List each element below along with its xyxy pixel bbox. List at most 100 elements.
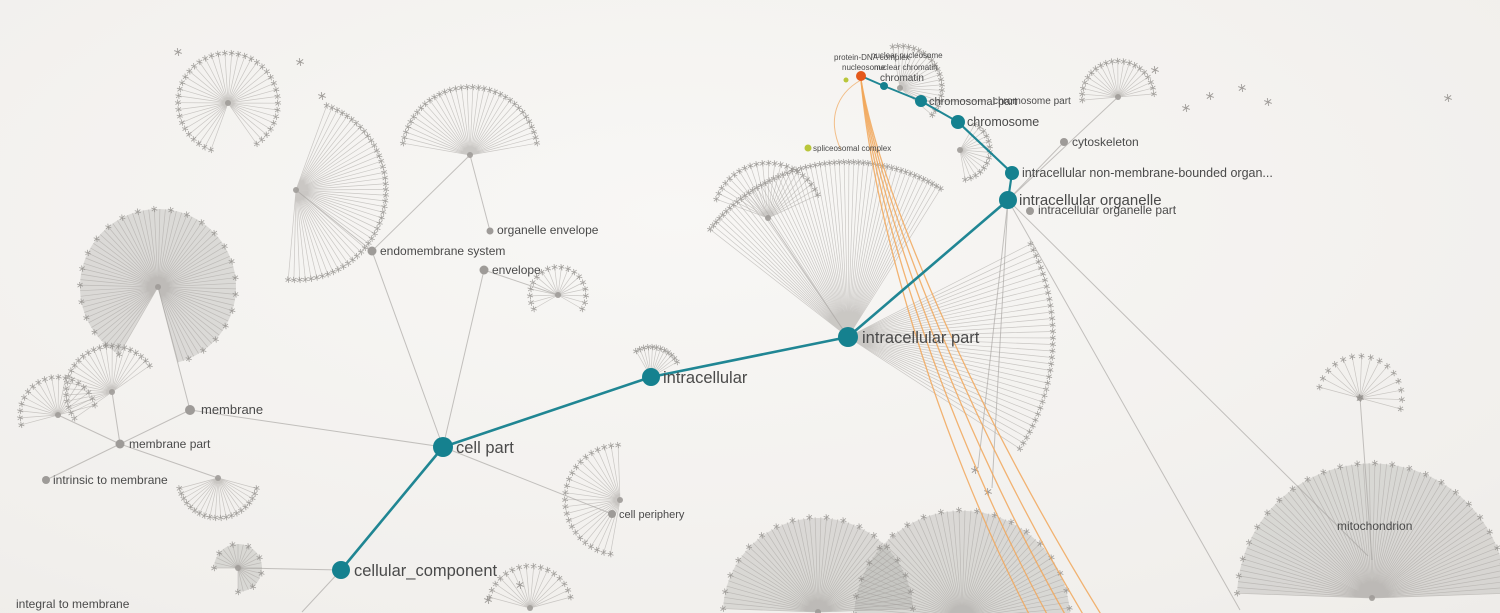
node-chromatin-junction[interactable]: [880, 82, 888, 90]
label-cytoskeleton: cytoskeleton: [1072, 135, 1139, 149]
cluster-leaves: [16, 373, 98, 429]
cluster-spokes: [1082, 60, 1154, 101]
node-chromatin-node[interactable]: [856, 71, 866, 81]
node-cell-periphery[interactable]: [608, 510, 616, 518]
label-chromosome: chromosome: [967, 115, 1039, 129]
node-cellular-component[interactable]: [332, 561, 350, 579]
label-intracellular-nmb-organelle: intracellular non-membrane-bounded organ…: [1022, 166, 1273, 180]
node-cytoskeleton[interactable]: [1060, 138, 1068, 146]
label-chromosomal-part: chromosomal part: [929, 96, 1017, 108]
node-intracellular[interactable]: [642, 368, 660, 386]
cluster-spokes: [635, 346, 678, 378]
cluster-leaves: [632, 343, 681, 366]
label-cell-part: cell part: [456, 439, 514, 457]
label-intracellular-organelle: intracellular organelle: [1019, 192, 1162, 209]
node-intracellular-organelle[interactable]: [999, 191, 1017, 209]
node-intracellular-nmb-organelle[interactable]: [1005, 166, 1019, 180]
cluster-spokes: [79, 208, 237, 363]
cluster-leaves: [76, 205, 239, 362]
highlight-path-edge: [441, 375, 653, 449]
node-intracellular-part[interactable]: [838, 327, 858, 347]
cluster-hub-node[interactable]: [225, 100, 231, 106]
label-organelle-envelope: organelle envelope: [497, 223, 599, 237]
node-organelle-envelope[interactable]: [486, 227, 494, 235]
label-chromosome-part: chromosome part: [993, 96, 1071, 107]
label-nucleosome: nucleosome: [842, 63, 886, 72]
cluster-leaves: [1016, 240, 1057, 452]
node-membrane-part[interactable]: [115, 439, 125, 449]
highlight-path-edge: [956, 120, 1014, 175]
cluster-leaves: [486, 562, 574, 601]
label-envelope: envelope: [492, 263, 541, 277]
cluster-spokes: [20, 376, 95, 426]
label-cellular-component: cellular_component: [354, 562, 498, 580]
cluster-spokes: [402, 87, 538, 156]
node-chromosome[interactable]: [951, 115, 965, 129]
label-nuclear-chromatin: nuclear chromatin: [874, 63, 938, 72]
cluster-leaves: [1233, 459, 1500, 597]
cluster-leaves: [851, 506, 1073, 613]
cluster-hub-node[interactable]: [617, 497, 623, 503]
node-membrane[interactable]: [185, 405, 195, 415]
node-envelope[interactable]: [479, 265, 489, 275]
cluster-leaves: [1078, 57, 1158, 104]
cluster-spokes: [179, 477, 257, 518]
node-cell-part[interactable]: [433, 437, 453, 457]
cluster-spokes: [847, 243, 1054, 449]
node-intrinsic-to-membrane[interactable]: [42, 476, 50, 484]
orange-edge-arc: [833, 79, 862, 151]
label-membrane: membrane: [201, 402, 263, 417]
cluster-spokes: [1237, 462, 1500, 599]
node-spliceosome-node[interactable]: [804, 144, 812, 152]
node-chromosomal-part[interactable]: [915, 95, 927, 107]
cluster-spokes: [709, 161, 941, 338]
orange-edge: [860, 79, 1083, 613]
cluster-hub-node[interactable]: [1369, 595, 1375, 601]
label-membrane-part: membrane part: [129, 437, 211, 451]
label-intracellular: intracellular: [663, 369, 748, 387]
orange-edge: [860, 79, 1048, 613]
label-chromatin: chromatin: [880, 73, 924, 84]
orange-edge: [860, 79, 1066, 613]
label-intrinsic-to-membrane: intrinsic to membrane: [53, 473, 168, 487]
cluster-leaves: [399, 83, 541, 147]
cluster-leaves: [889, 42, 946, 119]
label-protein-dna-complex: protein-DNA complex: [834, 53, 910, 62]
cluster-spokes: [854, 509, 1070, 613]
cluster-leaves: [1316, 352, 1406, 413]
cluster-spokes: [564, 444, 621, 555]
node-green-mini[interactable]: [843, 77, 849, 83]
cluster-leaves: [719, 514, 917, 612]
node-organelle-part-node[interactable]: [1026, 207, 1034, 215]
label-spliceosome-node: spliceosomal complex: [813, 144, 891, 153]
label-organelle-part-node: intracellular organelle part: [1038, 203, 1177, 217]
label-intracellular-part: intracellular part: [862, 329, 980, 347]
cluster-leaves: [561, 441, 622, 558]
cluster-leaves: [284, 102, 390, 284]
cluster-hub-node[interactable]: [957, 147, 963, 153]
cluster-spokes: [489, 566, 571, 609]
cluster-hub-node[interactable]: [897, 85, 903, 91]
cluster-spokes: [287, 105, 387, 281]
highlight-path-edge: [649, 335, 850, 379]
cluster-spokes: [723, 516, 913, 613]
cluster-spokes: [529, 267, 587, 310]
highlight-path-edge: [920, 100, 959, 123]
cluster-spokes: [959, 123, 990, 180]
gray-edges: [45, 96, 1373, 613]
cluster-hub-node[interactable]: [815, 609, 821, 613]
cluster-spokes: [177, 53, 279, 151]
cluster-spokes: [716, 162, 818, 219]
cluster-spokes: [1319, 355, 1403, 410]
orange-edge: [860, 79, 1101, 613]
label-endomembrane-system: endomembrane system: [380, 244, 505, 258]
node-endomembrane-system[interactable]: [367, 246, 377, 256]
highlight-path-edge: [883, 85, 922, 102]
cluster-sector: [1237, 463, 1500, 598]
cluster-leaves: [210, 541, 265, 596]
cluster-hub-node[interactable]: [527, 605, 533, 611]
cluster-leaves: [174, 49, 282, 154]
cluster-leaves: [176, 485, 260, 522]
